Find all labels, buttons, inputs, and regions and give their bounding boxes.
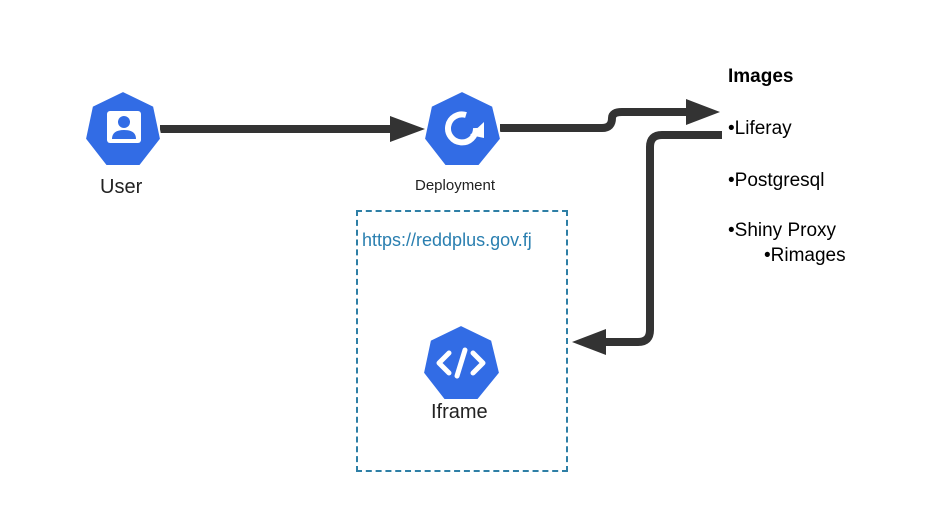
deployment-node[interactable] — [422, 89, 503, 167]
arrow-deployment-to-images — [500, 99, 720, 132]
code-icon — [436, 347, 486, 379]
deployment-heptagon — [422, 89, 503, 167]
arrow-images-to-iframe — [572, 131, 722, 355]
image-item-rimages: •Rimages — [764, 245, 846, 266]
image-item-shiny-proxy: •Shiny Proxy — [728, 220, 837, 241]
image-item-postgresql: •Postgresql — [728, 170, 825, 191]
iframe-group-box — [356, 210, 568, 472]
user-node[interactable] — [83, 89, 163, 167]
iframe-url[interactable]: https://reddplus.gov.fj — [362, 230, 532, 250]
image-item-liferay: •Liferay — [728, 118, 792, 139]
deployment-icon — [445, 111, 484, 146]
images-title: Images — [728, 66, 794, 87]
iframe-label: Iframe — [431, 401, 488, 423]
arrow-user-to-deployment — [160, 116, 425, 142]
iframe-node[interactable] — [421, 323, 502, 401]
user-icon — [107, 111, 141, 143]
deployment-label: Deployment — [415, 177, 496, 194]
user-label: User — [100, 176, 143, 198]
